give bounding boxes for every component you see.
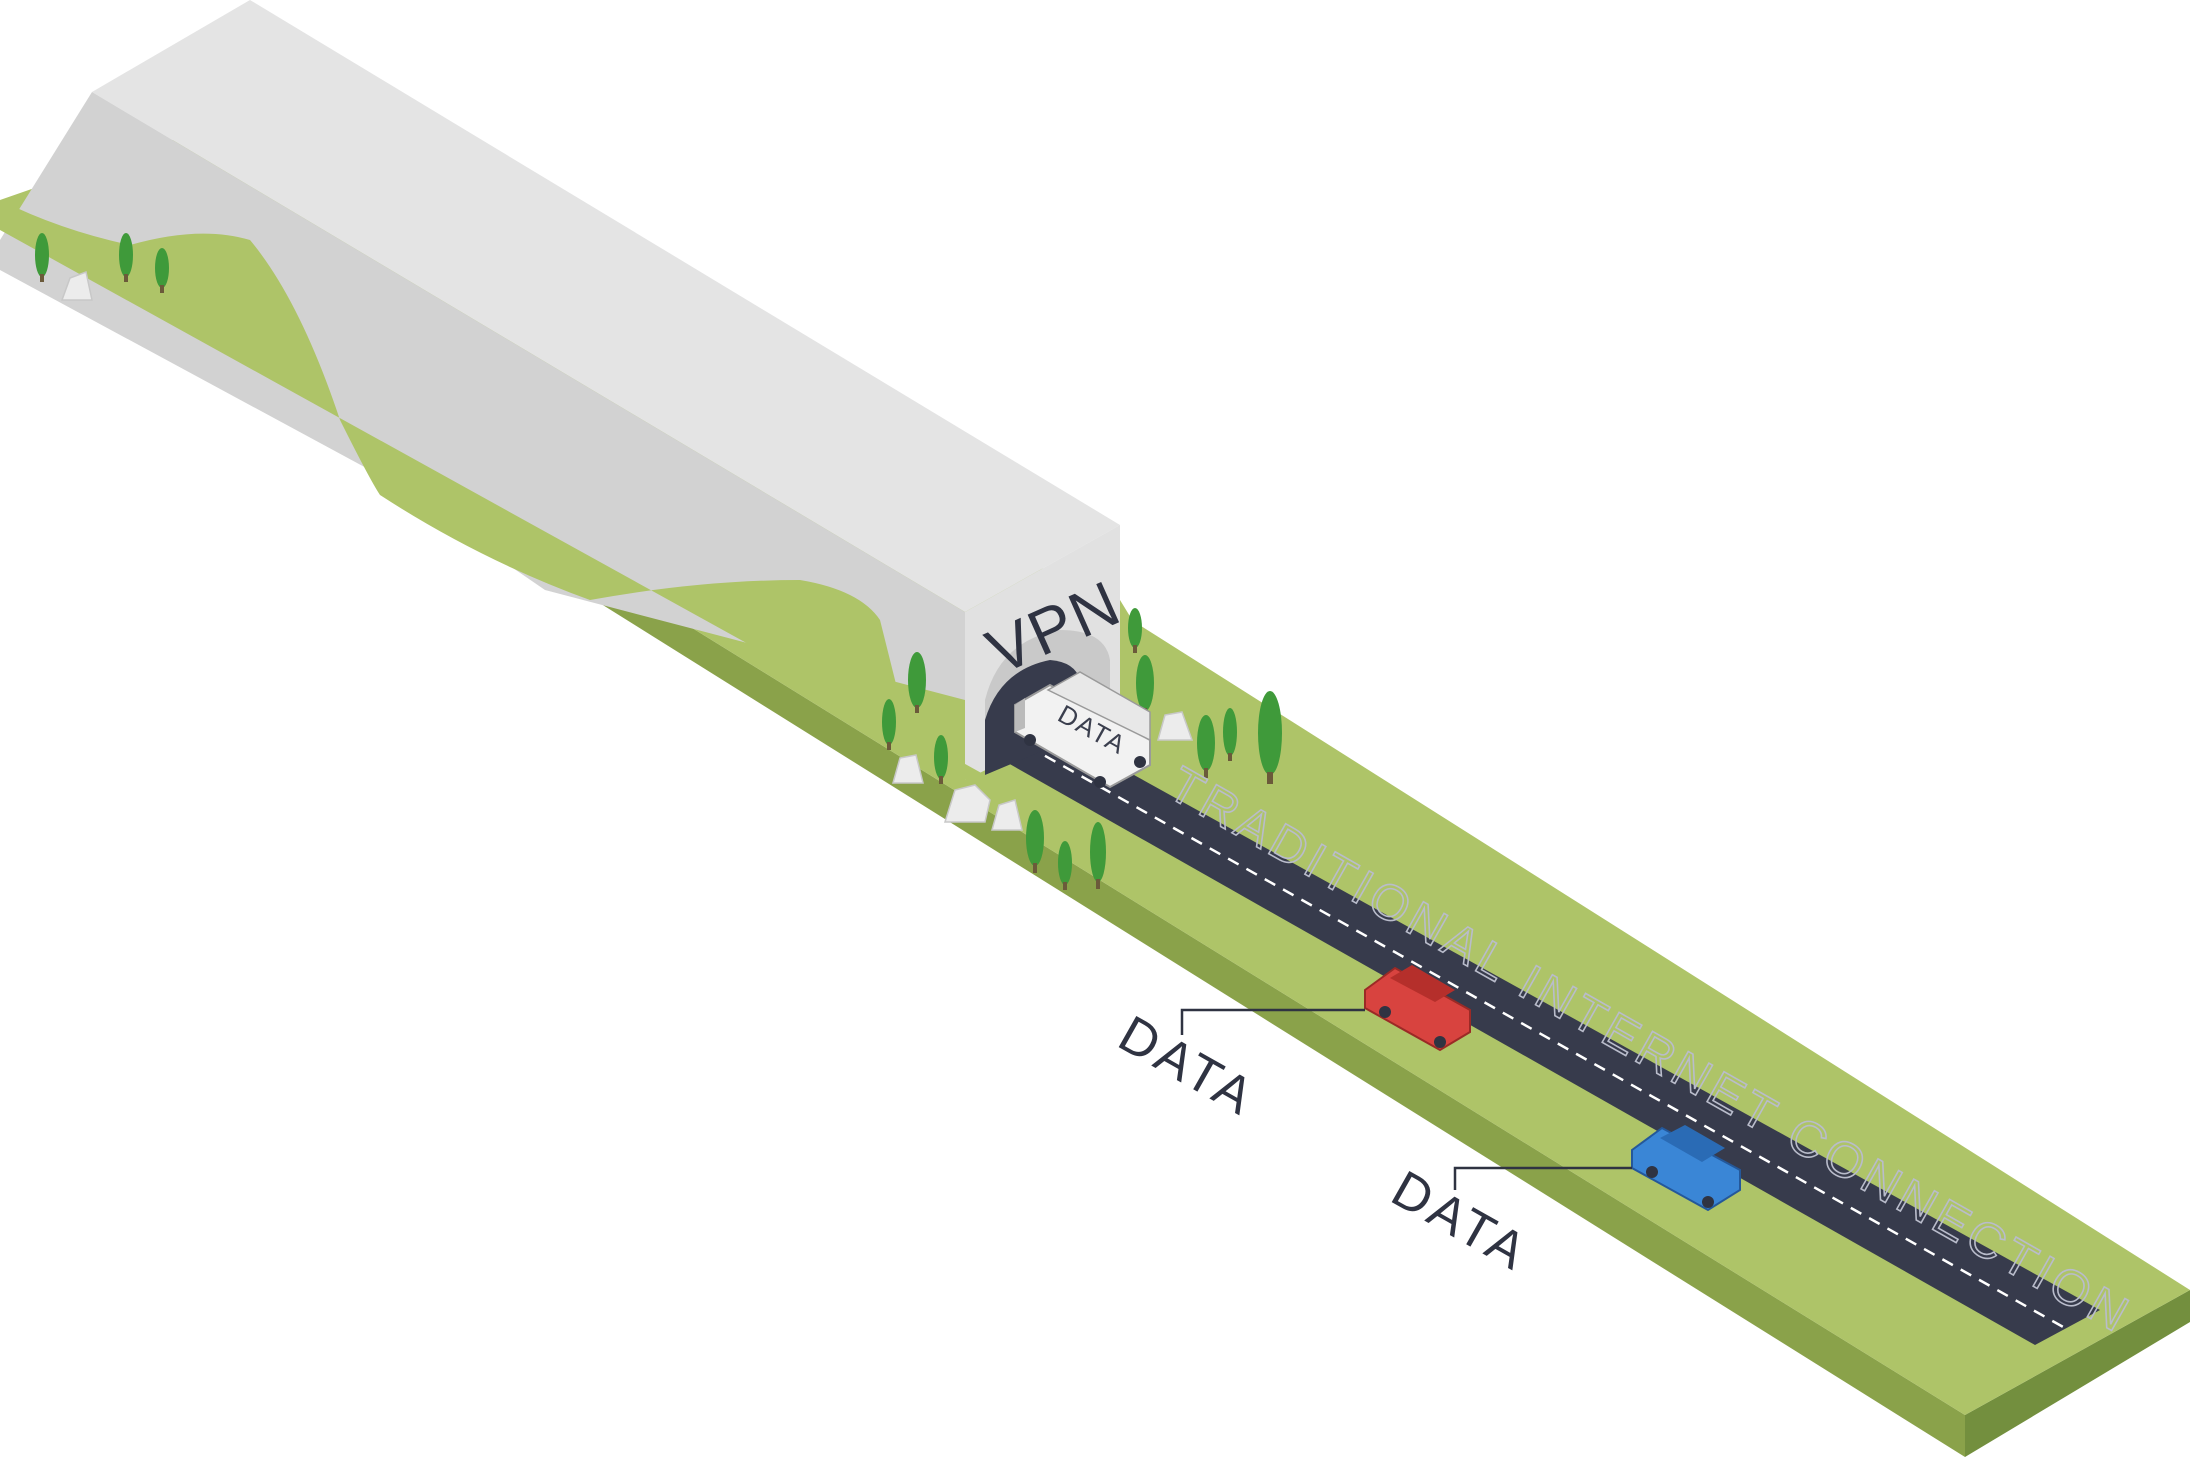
tunnel-icon: VPN — [0, 0, 1175, 780]
blue-car-data-label: DATA — [1382, 1160, 1538, 1283]
red-car-data-label: DATA — [1109, 1005, 1265, 1128]
